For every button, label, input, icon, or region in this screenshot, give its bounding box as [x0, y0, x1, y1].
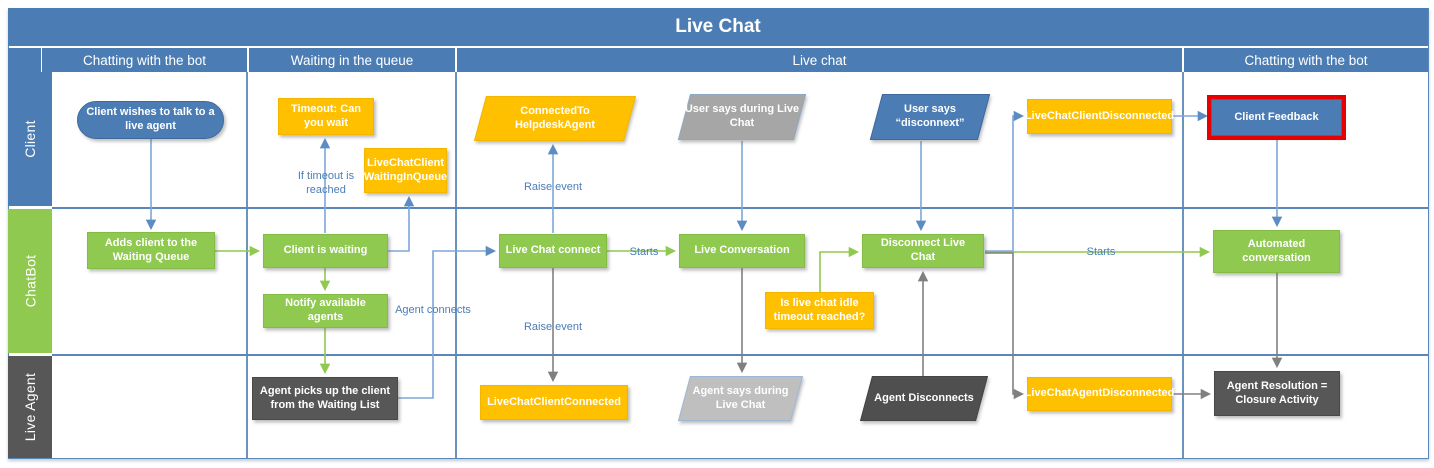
column-divider — [455, 72, 457, 458]
node-agent-says-during-live-chat[interactable]: Agent says during Live Chat — [677, 376, 804, 421]
lane-client: Client — [8, 72, 52, 206]
node-label: ConnectedTo HelpdeskAgent — [514, 104, 596, 131]
node-timeout-can-you-wait[interactable]: Timeout: Can you wait — [278, 98, 374, 135]
node-label: Is live chat idle timeout reached? — [773, 296, 866, 323]
node-label: LiveChatClient WaitingInQueue — [363, 156, 448, 183]
phase-live-chat: Live chat — [457, 48, 1182, 72]
diagram-title: Live Chat — [675, 16, 761, 37]
node-agent-picks-up-client[interactable]: Agent picks up the client from the Waiti… — [252, 377, 398, 420]
node-client-feedback-highlighted[interactable]: Client Feedback — [1207, 95, 1346, 140]
node-automated-conversation[interactable]: Automated conversation — [1213, 230, 1340, 273]
column-divider — [1182, 72, 1184, 458]
edge-label-raise-event-1: Raise event — [523, 181, 583, 193]
node-livechatclient-waitinginqueue[interactable]: LiveChatClient WaitingInQueue — [364, 148, 447, 193]
node-label: Agent picks up the client from the Waiti… — [259, 384, 391, 411]
phase-label: Waiting in the queue — [290, 52, 414, 68]
node-live-conversation[interactable]: Live Conversation — [679, 234, 805, 268]
node-label: Timeout: Can you wait — [290, 102, 362, 129]
node-label: Disconnect Live Chat — [880, 237, 966, 263]
node-live-chat-connect[interactable]: Live Chat connect — [499, 234, 607, 268]
phase-label: Chatting with the bot — [82, 52, 207, 68]
lane-divider — [52, 207, 1428, 209]
node-label: Client Feedback — [1234, 110, 1319, 123]
node-label: Notify available agents — [285, 297, 366, 323]
phase-waiting-in-queue: Waiting in the queue — [249, 48, 455, 72]
node-disconnect-live-chat[interactable]: Disconnect Live Chat — [862, 234, 984, 268]
node-user-says-during-live-chat[interactable]: User says during Live Chat — [677, 94, 807, 140]
phase-header-corner — [8, 48, 41, 72]
node-client-is-waiting[interactable]: Client is waiting — [263, 234, 388, 268]
edge-label-raise-event-2: Raise event — [523, 321, 583, 333]
node-is-live-chat-idle-timeout[interactable]: Is live chat idle timeout reached? — [765, 292, 874, 329]
lane-label-text: Live Agent — [22, 372, 39, 442]
node-livechatclient-disconnected[interactable]: LiveChatClientDisconnected — [1024, 99, 1175, 134]
node-label: LiveChatClientConnected — [487, 395, 621, 408]
node-label: Agent Disconnects — [874, 391, 974, 404]
node-livechatagent-disconnected[interactable]: LiveChatAgentDisconnected — [1024, 377, 1175, 411]
column-divider — [246, 72, 248, 458]
node-agent-resolution-closure[interactable]: Agent Resolution = Closure Activity — [1214, 371, 1340, 416]
phase-chatting-with-bot-1: Chatting with the bot — [42, 48, 247, 72]
node-label: Live Chat connect — [505, 244, 601, 257]
node-agent-disconnects[interactable]: Agent Disconnects — [859, 376, 989, 421]
node-label: Client wishes to talk to a live agent — [86, 106, 215, 132]
lane-label-text: Client — [22, 120, 38, 158]
node-label: Client is waiting — [283, 244, 368, 257]
node-label: User says during Live Chat — [684, 103, 800, 129]
node-label: Automated conversation — [1242, 237, 1311, 264]
phase-label: Chatting with the bot — [1244, 52, 1368, 68]
node-label: Adds client to the Waiting Queue — [104, 236, 198, 263]
node-label: User says “disconnext” — [895, 103, 965, 129]
phase-chatting-with-bot-2: Chatting with the bot — [1184, 48, 1428, 72]
node-user-says-disconnect[interactable]: User says “disconnext” — [869, 94, 991, 140]
node-notify-available-agents[interactable]: Notify available agents — [263, 294, 388, 328]
node-label: Agent Resolution = Closure Activity — [1226, 379, 1328, 406]
lane-live-agent: Live Agent — [8, 356, 52, 458]
node-livechatclient-connected[interactable]: LiveChatClientConnected — [480, 385, 628, 420]
lane-chatbot: ChatBot — [8, 209, 52, 353]
node-label: Live Conversation — [694, 244, 790, 257]
edge-label-if-timeout: If timeout is reached — [297, 170, 355, 197]
edge-label-agent-connects: Agent connects — [395, 304, 471, 316]
node-label: LiveChatClientDisconnected — [1024, 109, 1175, 122]
edge-label-starts-2: Starts — [1086, 246, 1116, 258]
edge-label-starts-1: Starts — [629, 246, 659, 258]
node-label: LiveChatAgentDisconnected — [1024, 387, 1175, 400]
node-label: Agent says during Live Chat — [692, 384, 789, 411]
node-adds-client-to-waiting-queue[interactable]: Adds client to the Waiting Queue — [87, 232, 215, 269]
lane-divider — [52, 354, 1428, 356]
diagram-title-bar: Live Chat — [8, 8, 1428, 46]
phase-label: Live chat — [792, 52, 847, 68]
node-client-wishes-to-talk[interactable]: Client wishes to talk to a live agent — [77, 101, 224, 139]
node-connectedto-helpdeskagent[interactable]: ConnectedTo HelpdeskAgent — [473, 96, 637, 141]
lane-label-text: ChatBot — [22, 254, 38, 308]
